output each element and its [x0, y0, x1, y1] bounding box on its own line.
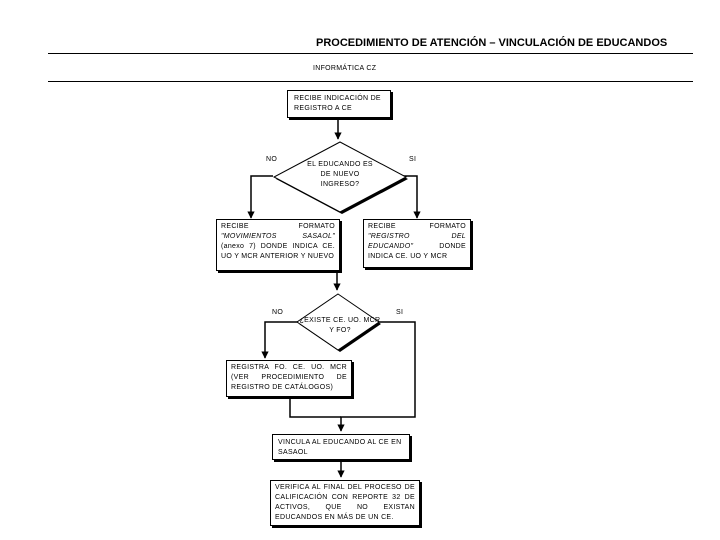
decision2-no-label: NO: [272, 309, 284, 316]
page-subtitle: INFORMÁTICA CZ: [313, 65, 377, 72]
connector-decision2-yes: [337, 321, 416, 432]
movimientos-format-box: RECIBE FORMATO "MOVIMIENTOS SASAOL" (ane…: [216, 219, 340, 271]
connector-register-to-link: [289, 397, 341, 418]
start-box-text: RECIBE INDICACIÓN DE REGISTRO A CE: [294, 95, 381, 112]
register-catalog-text: REGISTRA FO. CE. UO. MCR (VER PROCEDIMIE…: [231, 364, 347, 391]
decision-exists-text: ¿EXISTE CE. UO. MCR Y FO?: [299, 317, 381, 334]
link-student-box: VINCULA AL EDUCANDO AL CE EN SASAOL: [272, 434, 410, 460]
decision1-yes-label: SI: [409, 156, 417, 163]
registro-title: "REGISTRO DEL EDUCANDO": [368, 233, 466, 250]
decision-new-student-text: EL EDUCANDO ES DE NUEVO INGRESO?: [307, 161, 373, 188]
registro-format-box: RECIBE FORMATO "REGISTRO DEL EDUCANDO" D…: [363, 219, 471, 268]
decision1-no-label: NO: [266, 156, 278, 163]
page-title: PROCEDIMIENTO DE ATENCIÓN – VINCULACIÓN …: [316, 37, 668, 49]
register-catalog-box: REGISTRA FO. CE. UO. MCR (VER PROCEDIMIE…: [226, 360, 352, 397]
header-divider-bottom: [48, 81, 693, 82]
header-divider-top: [48, 53, 693, 54]
connector-decision1-no: [247, 175, 273, 219]
movimientos-suffix: (anexo 7) DONDE INDICA CE. UO Y MCR ANTE…: [221, 243, 335, 260]
movimientos-title: "MOVIMIENTOS SASAOL": [221, 233, 335, 240]
decision2-yes-label: SI: [396, 309, 404, 316]
link-student-text: VINCULA AL EDUCANDO AL CE EN SASAOL: [278, 439, 402, 456]
verify-report-box: VERIFICA AL FINAL DEL PROCESO DE CALIFIC…: [270, 480, 420, 526]
movimientos-prefix: RECIBE FORMATO: [221, 223, 335, 230]
registro-suffix: DONDE INDICA CE. UO Y MCR: [368, 243, 466, 260]
verify-report-text: VERIFICA AL FINAL DEL PROCESO DE CALIFIC…: [275, 484, 415, 521]
registro-prefix: RECIBE FORMATO: [368, 223, 466, 230]
start-box: RECIBE INDICACIÓN DE REGISTRO A CE: [287, 90, 391, 118]
connector-decision2-no: [261, 321, 298, 359]
connector-decision1-yes: [403, 175, 421, 219]
